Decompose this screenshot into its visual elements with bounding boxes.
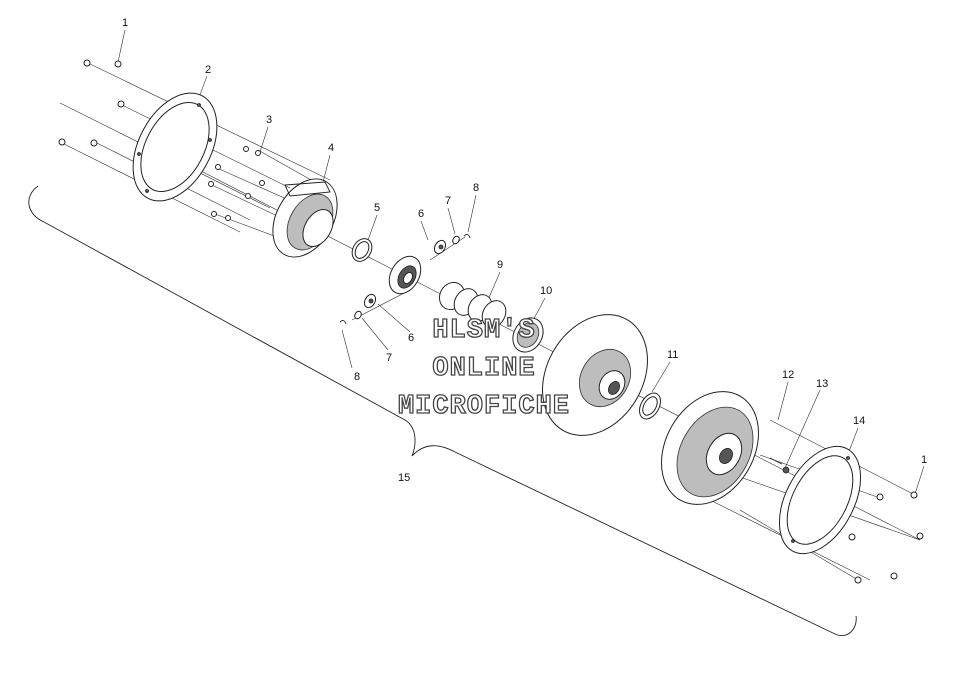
callout-label: 12 (782, 369, 794, 381)
bushing (512, 317, 544, 353)
small-parts-top (433, 233, 471, 255)
callout-label: 14 (853, 415, 865, 427)
bolts-right (848, 491, 924, 584)
cover (272, 178, 338, 258)
callout-label: 15 (398, 472, 410, 484)
callout-label: 8 (473, 182, 479, 194)
watermark: HLSM'S ONLINE MICROFICHE (397, 315, 570, 422)
bolts-left (58, 59, 265, 221)
pin-and-nut (769, 457, 790, 474)
watermark-line-3: MICROFICHE (398, 392, 570, 422)
callout-label: 9 (497, 259, 503, 271)
sheave (542, 314, 648, 436)
callout-labels: 1 2 3 4 5 6 7 8 9 10 8 7 6 11 12 13 14 1… (122, 17, 927, 484)
callout-label: 2 (205, 64, 211, 76)
callout-label: 6 (408, 332, 414, 344)
callout-label: 7 (445, 195, 451, 207)
callout-label: 11 (667, 349, 678, 361)
callout-label: 3 (266, 114, 272, 126)
callout-label: 8 (354, 371, 360, 383)
callout-label: 13 (816, 378, 828, 390)
callout-label: 1 (122, 17, 128, 29)
callout-label: 7 (386, 352, 392, 364)
rear-housing (661, 391, 759, 505)
gasket-left (132, 92, 218, 202)
ring (351, 238, 373, 262)
assembly-bracket (28, 185, 857, 636)
callout-leaders (117, 29, 925, 495)
callout-label: 6 (418, 208, 424, 220)
callout-label: 10 (540, 285, 552, 297)
bearing-housing (388, 255, 422, 295)
washer (639, 392, 661, 420)
callout-label: 5 (374, 202, 380, 214)
spring (438, 281, 507, 328)
gasket-right (778, 445, 862, 555)
watermark-line-1: HLSM'S (432, 316, 535, 346)
small-parts-bottom (339, 293, 377, 325)
callout-label: 4 (328, 142, 334, 154)
watermark-line-2: ONLINE (432, 354, 535, 384)
callout-label: 1 (921, 454, 927, 466)
